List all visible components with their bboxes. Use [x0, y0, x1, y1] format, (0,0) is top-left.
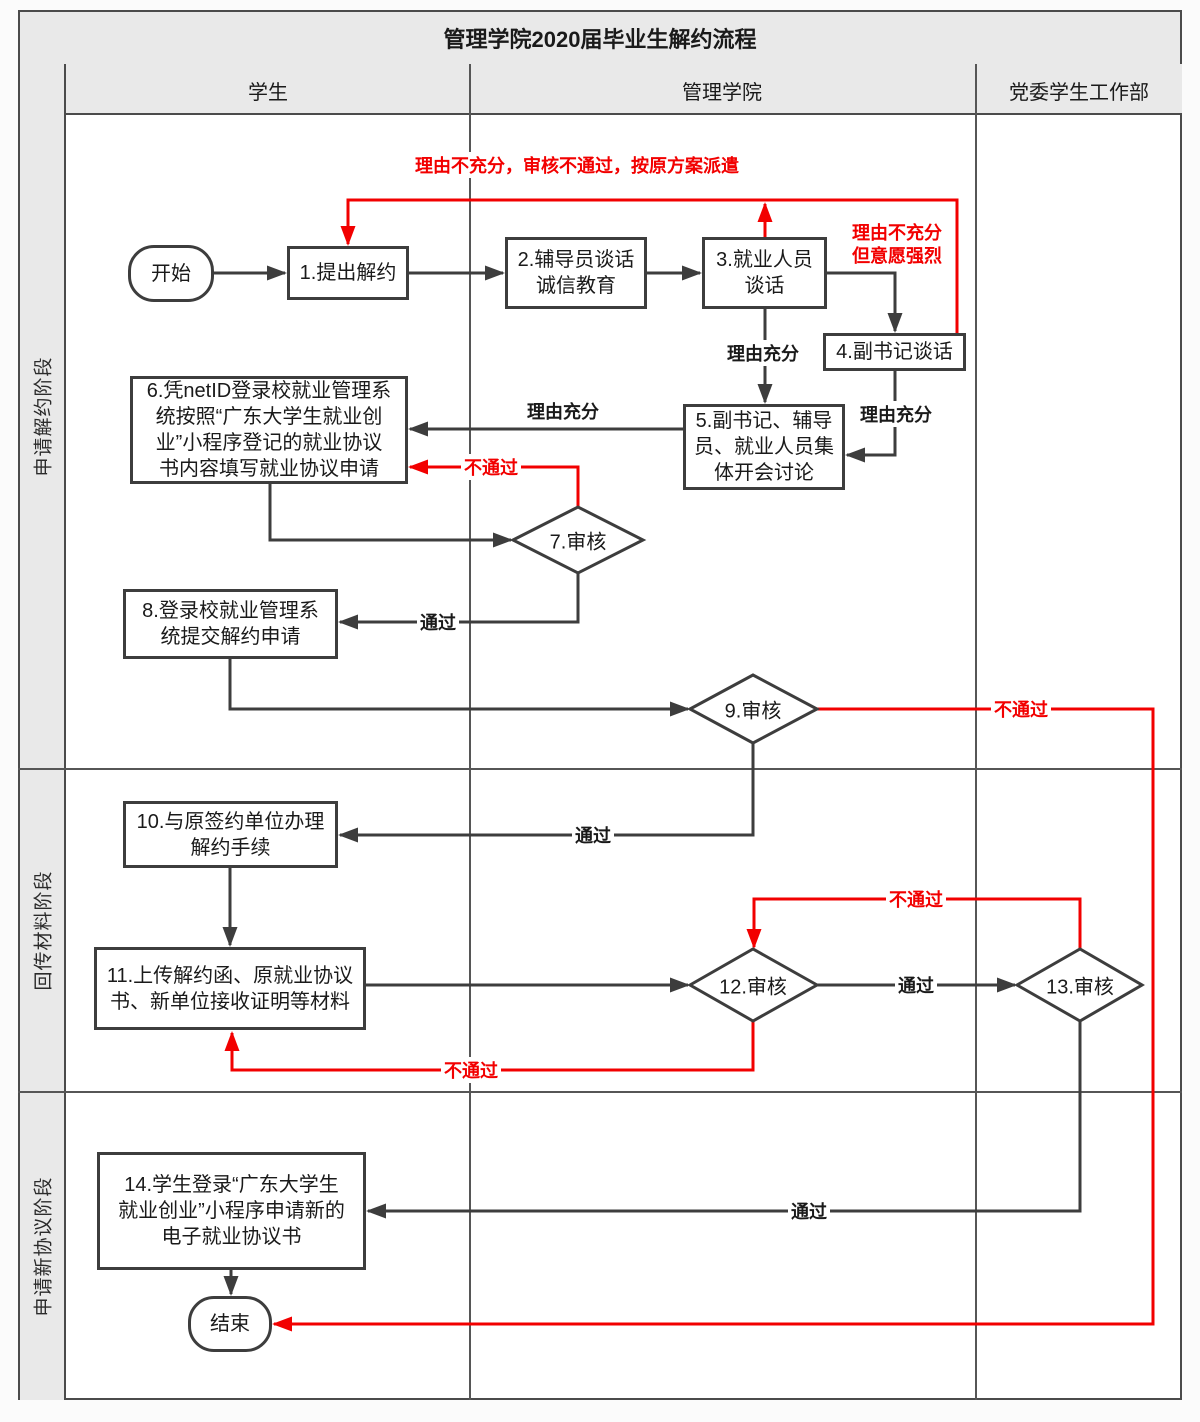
edge-label-pass-7: 通过 — [417, 609, 459, 635]
lane-header-row — [66, 64, 1182, 115]
flow-node-4-vice-secretary-talk: 4.副书记谈话 — [823, 333, 966, 371]
flow-node-9-review-label: 9.审核 — [724, 700, 782, 723]
flow-node-13-review-label: 13.审核 — [1046, 976, 1114, 999]
flow-node-5-group-meeting: 5.副书记、辅导 员、就业人员集 体开会讨论 — [683, 404, 845, 490]
edge-label-pass-12-to-13: 通过 — [895, 972, 937, 998]
edge-label-pass-13-to-14: 通过 — [788, 1198, 830, 1224]
edge-label-sufficient-3-5: 理由充分 — [724, 340, 802, 366]
lane-title-college: 管理学院 — [682, 82, 762, 104]
decision-13-shape — [1013, 947, 1145, 1023]
flow-node-7-review-label: 7.审核 — [549, 531, 607, 554]
edge-label-fail-9: 不通过 — [991, 696, 1051, 722]
flow-node-3-employment-staff-talk: 3.就业人员 谈话 — [702, 237, 827, 309]
edge-label-reject-top: 理由不充分，审核不通过，按原方案派遣 — [412, 152, 742, 178]
decision-9-shape — [686, 673, 821, 745]
phase-sidebar — [18, 64, 66, 1400]
edge-label-fail-12-to-11: 不通过 — [441, 1057, 501, 1083]
flow-node-14-apply-new-agreement: 14.学生登录“广东大学生 就业创业”小程序申请新的 电子就业协议书 — [97, 1152, 366, 1270]
decision-12-shape — [686, 947, 821, 1023]
lane-divider-2 — [975, 64, 977, 1400]
red-edges — [224, 198, 1155, 1332]
flow-node-6-netid-login-fill-application: 6.凭netID登录校就业管理系 统按照“广东大学生就业创 业”小程序登记的就业… — [130, 376, 408, 484]
flow-node-end: 结束 — [188, 1296, 272, 1352]
edge-label-fail-7: 不通过 — [461, 454, 521, 480]
flow-node-12-review-label: 12.审核 — [719, 976, 787, 999]
phase-divider-2 — [18, 1091, 1182, 1093]
chart-title-bar: 管理学院2020届毕业生解约流程 — [18, 10, 1182, 66]
decision-shapes — [509, 505, 1145, 1023]
flow-node-1-propose-termination: 1.提出解约 — [287, 246, 409, 300]
flow-node-2-counselor-talk: 2.辅导员谈话 诚信教育 — [505, 237, 647, 309]
edge-label-sufficient-5-6: 理由充分 — [524, 398, 602, 424]
lane-title-party-committee: 党委学生工作部 — [1009, 82, 1149, 104]
edge-label-sufficient-4-5: 理由充分 — [857, 401, 935, 427]
lane-divider-1 — [469, 64, 471, 1400]
flow-node-11-upload-materials: 11.上传解约函、原就业协议 书、新单位接收证明等材料 — [94, 947, 366, 1030]
edge-label-insufficient-but-strong: 理由不充分 但意愿强烈 — [852, 223, 942, 266]
lane-title-student: 学生 — [248, 82, 288, 104]
edge-label-fail-13-to-12: 不通过 — [886, 886, 946, 912]
phase-divider-1 — [18, 768, 1182, 770]
edge-label-pass-9: 通过 — [572, 822, 614, 848]
flow-node-start: 开始 — [128, 245, 214, 302]
flow-node-8-submit-termination-request: 8.登录校就业管理系 统提交解约申请 — [123, 589, 338, 659]
flow-node-10-handle-termination-with-original-employer: 10.与原签约单位办理 解约手续 — [123, 801, 338, 868]
decision-7-shape — [509, 505, 647, 575]
black-edges — [214, 265, 1082, 1296]
page-title: 管理学院2020届毕业生解约流程 — [443, 27, 757, 52]
